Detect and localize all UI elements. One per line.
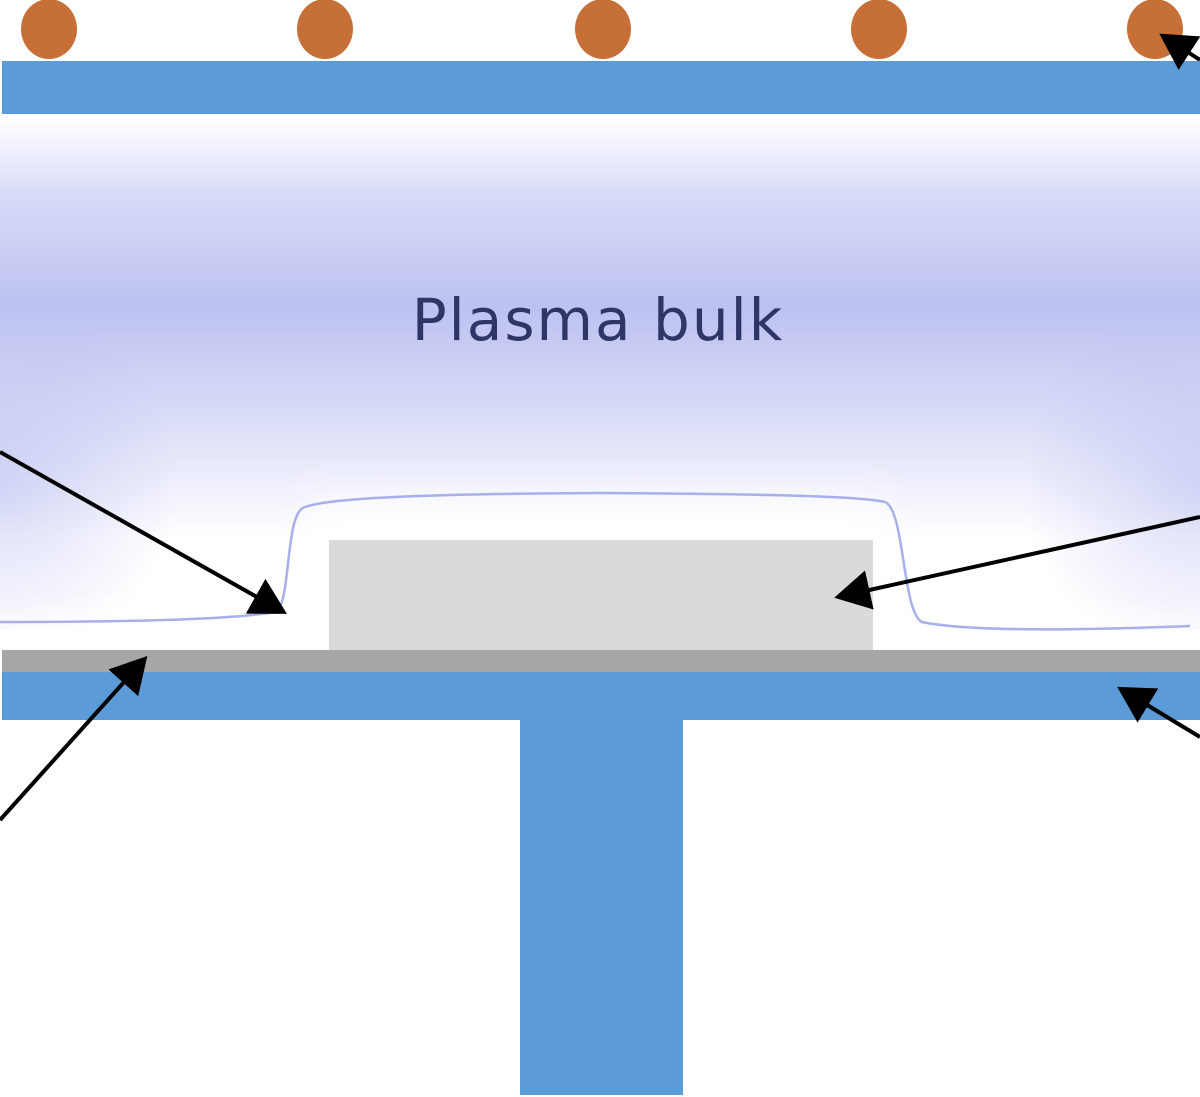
annotation-arrows: [0, 33, 1200, 822]
plasma-bulk-label: Plasma bulk: [412, 286, 785, 354]
coil: [1127, 0, 1183, 59]
coil-row: [21, 0, 1183, 59]
electrode-stem: [520, 720, 683, 1095]
substrate-layer: [2, 650, 1200, 672]
wafer: [329, 540, 873, 651]
arrow-to-coil: [1159, 33, 1200, 71]
arrow-to-wafer: [834, 515, 1200, 610]
arrow-to-bottom-electrode: [1117, 686, 1200, 739]
plasma-glow: [0, 118, 1200, 650]
top-electrode: [2, 61, 1200, 114]
coil: [575, 0, 631, 59]
coil: [297, 0, 353, 59]
coil: [851, 0, 907, 59]
arrow-to-substrate: [0, 656, 148, 822]
bottom-electrode: [2, 672, 1200, 720]
coil: [21, 0, 77, 59]
arrow-to-sheath: [0, 450, 287, 614]
